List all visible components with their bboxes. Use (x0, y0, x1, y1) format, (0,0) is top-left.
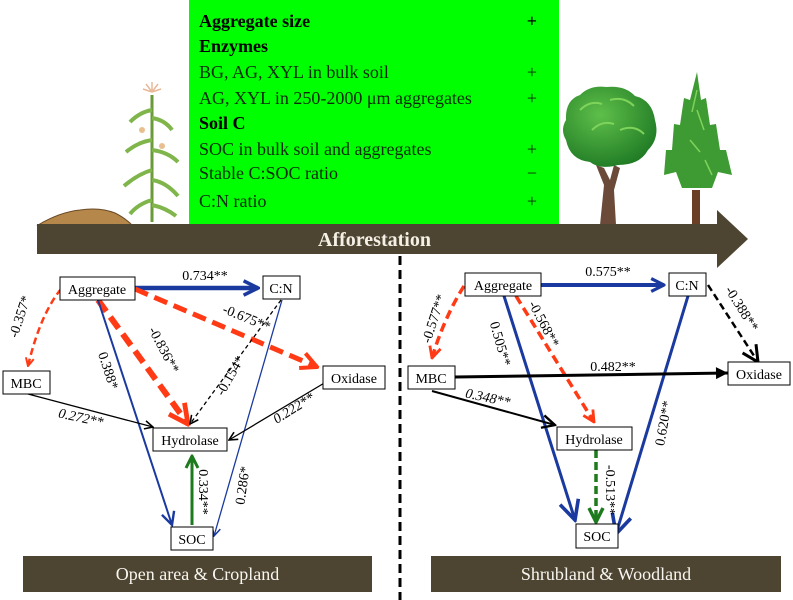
right-path-diagram: Aggregate C:N MBC Oxidase Hydrolase SOC (407, 265, 791, 549)
effect-line: Stable C:SOC ratio − (199, 163, 537, 184)
coef-aggregate-oxidase: -0.675** (220, 302, 272, 335)
coef-aggregate-cn: 0.575** (585, 265, 631, 280)
node-oxidase: Oxidase (727, 361, 791, 386)
effect-text: SOC in bulk soil and aggregates (199, 139, 432, 159)
deciduous-tree-illustration (563, 86, 657, 225)
coef-cn-hydrolase: -0.154* (214, 354, 249, 399)
effect-line: AG, XYL in 250-2000 μm aggregates + (199, 88, 537, 109)
svg-text:SOC: SOC (178, 533, 205, 548)
effect-sign: − (526, 163, 537, 183)
svg-text:Aggregate: Aggregate (68, 283, 126, 298)
path-aggregate-soc (97, 299, 172, 525)
svg-text:Hydrolase: Hydrolase (565, 433, 623, 448)
node-mbc: MBC (2, 370, 51, 395)
effect-text: Stable C:SOC ratio (199, 163, 338, 183)
coef-aggregate-mbc: -0.577** (420, 293, 450, 345)
path-oxidase-hydrolase (229, 381, 327, 440)
coef-cn-soc: 0.286* (233, 465, 253, 505)
left-path-diagram: Aggregate C:N MBC Oxidase Hydrolase SOC (2, 269, 386, 551)
node-aggregate: Aggregate (464, 272, 542, 297)
panel-label-open-area-cropland: Open area & Cropland (23, 556, 372, 592)
conifer-tree-illustration (664, 72, 732, 225)
node-soc: SOC (170, 526, 214, 551)
effect-heading: Enzymes (199, 36, 537, 57)
svg-text:C:N: C:N (675, 279, 698, 294)
node-hydrolase: Hydrolase (152, 427, 228, 452)
effect-text: C:N ratio (199, 191, 267, 211)
path-aggregate-hydrolase (514, 295, 594, 422)
coef-hydrolase-soc: -0.513** (602, 465, 617, 515)
path-aggregate-mbc (432, 285, 466, 358)
path-aggregate-mbc (28, 288, 62, 366)
effect-text: Soil C (199, 113, 246, 133)
node-oxidase: Oxidase (322, 365, 386, 390)
coef-mbc-oxidase: 0.482** (590, 360, 636, 375)
effect-sign: + (526, 139, 537, 159)
afforestation-label: Afforestation (318, 229, 431, 251)
effect-text: Enzymes (199, 36, 268, 56)
path-cn-oxidase (706, 284, 758, 362)
svg-text:Hydrolase: Hydrolase (161, 434, 219, 449)
coef-cn-soc: 0.620** (653, 400, 676, 447)
svg-text:SOC: SOC (583, 530, 610, 545)
coef-aggregate-cn: 0.734** (182, 269, 228, 284)
path-cn-hydrolase (190, 299, 282, 424)
coef-mbc-hydrolase: 0.272** (57, 407, 105, 431)
corn-plant-illustration (122, 82, 180, 222)
path-cn-soc (214, 299, 283, 536)
effect-line: SOC in bulk soil and aggregates + (199, 139, 537, 160)
node-hydrolase: Hydrolase (556, 426, 633, 451)
node-aggregate: Aggregate (59, 276, 136, 301)
effect-text: BG, AG, XYL in bulk soil (199, 62, 389, 82)
panel-label-shrubland-woodland: Shrubland & Woodland (431, 556, 781, 592)
node-cn: C:N (668, 272, 707, 297)
effect-sign: + (526, 11, 537, 31)
effect-text: AG, XYL in 250-2000 μm aggregates (199, 88, 472, 108)
path-aggregate-hydrolase (95, 298, 188, 424)
path-aggregate-soc (502, 295, 575, 520)
node-mbc: MBC (407, 365, 456, 390)
path-mbc-oxidase (454, 367, 729, 380)
effect-line: Aggregate size + (199, 11, 537, 32)
coef-oxidase-hydrolase: 0.222** (271, 391, 318, 428)
coef-aggregate-hydrolase: -0.568** (525, 299, 562, 350)
node-cn: C:N (262, 275, 301, 300)
afforestation-effects-box: Aggregate size + Enzymes BG, AG, XYL in b… (189, 0, 559, 224)
svg-text:Aggregate: Aggregate (474, 279, 532, 294)
path-mbc-hydrolase (431, 390, 555, 425)
node-soc: SOC (575, 523, 619, 549)
afforestation-banner-arrow (37, 210, 748, 268)
path-cn-soc (616, 295, 690, 534)
coef-aggregate-soc: 0.505** (486, 320, 513, 368)
soil-mound-illustration (36, 208, 134, 226)
svg-text:Oxidase: Oxidase (331, 372, 377, 387)
effect-heading: Soil C (199, 113, 537, 134)
effect-line: C:N ratio + (199, 191, 537, 212)
effect-sign: + (526, 62, 537, 82)
svg-text:MBC: MBC (415, 372, 446, 387)
effect-sign: + (526, 88, 537, 108)
coef-aggregate-mbc: -0.357* (7, 294, 35, 340)
svg-text:Oxidase: Oxidase (736, 368, 782, 383)
svg-text:C:N: C:N (269, 282, 292, 297)
svg-text:MBC: MBC (10, 377, 41, 392)
path-aggregate-oxidase (134, 286, 317, 367)
effect-sign: + (526, 191, 537, 211)
coef-cn-oxidase: -0.388** (721, 284, 760, 334)
path-mbc-hydrolase (27, 393, 153, 427)
effect-line: BG, AG, XYL in bulk soil + (199, 62, 537, 83)
effect-text: Aggregate size (199, 11, 311, 31)
coef-soc-hydrolase: 0.334** (195, 469, 210, 515)
